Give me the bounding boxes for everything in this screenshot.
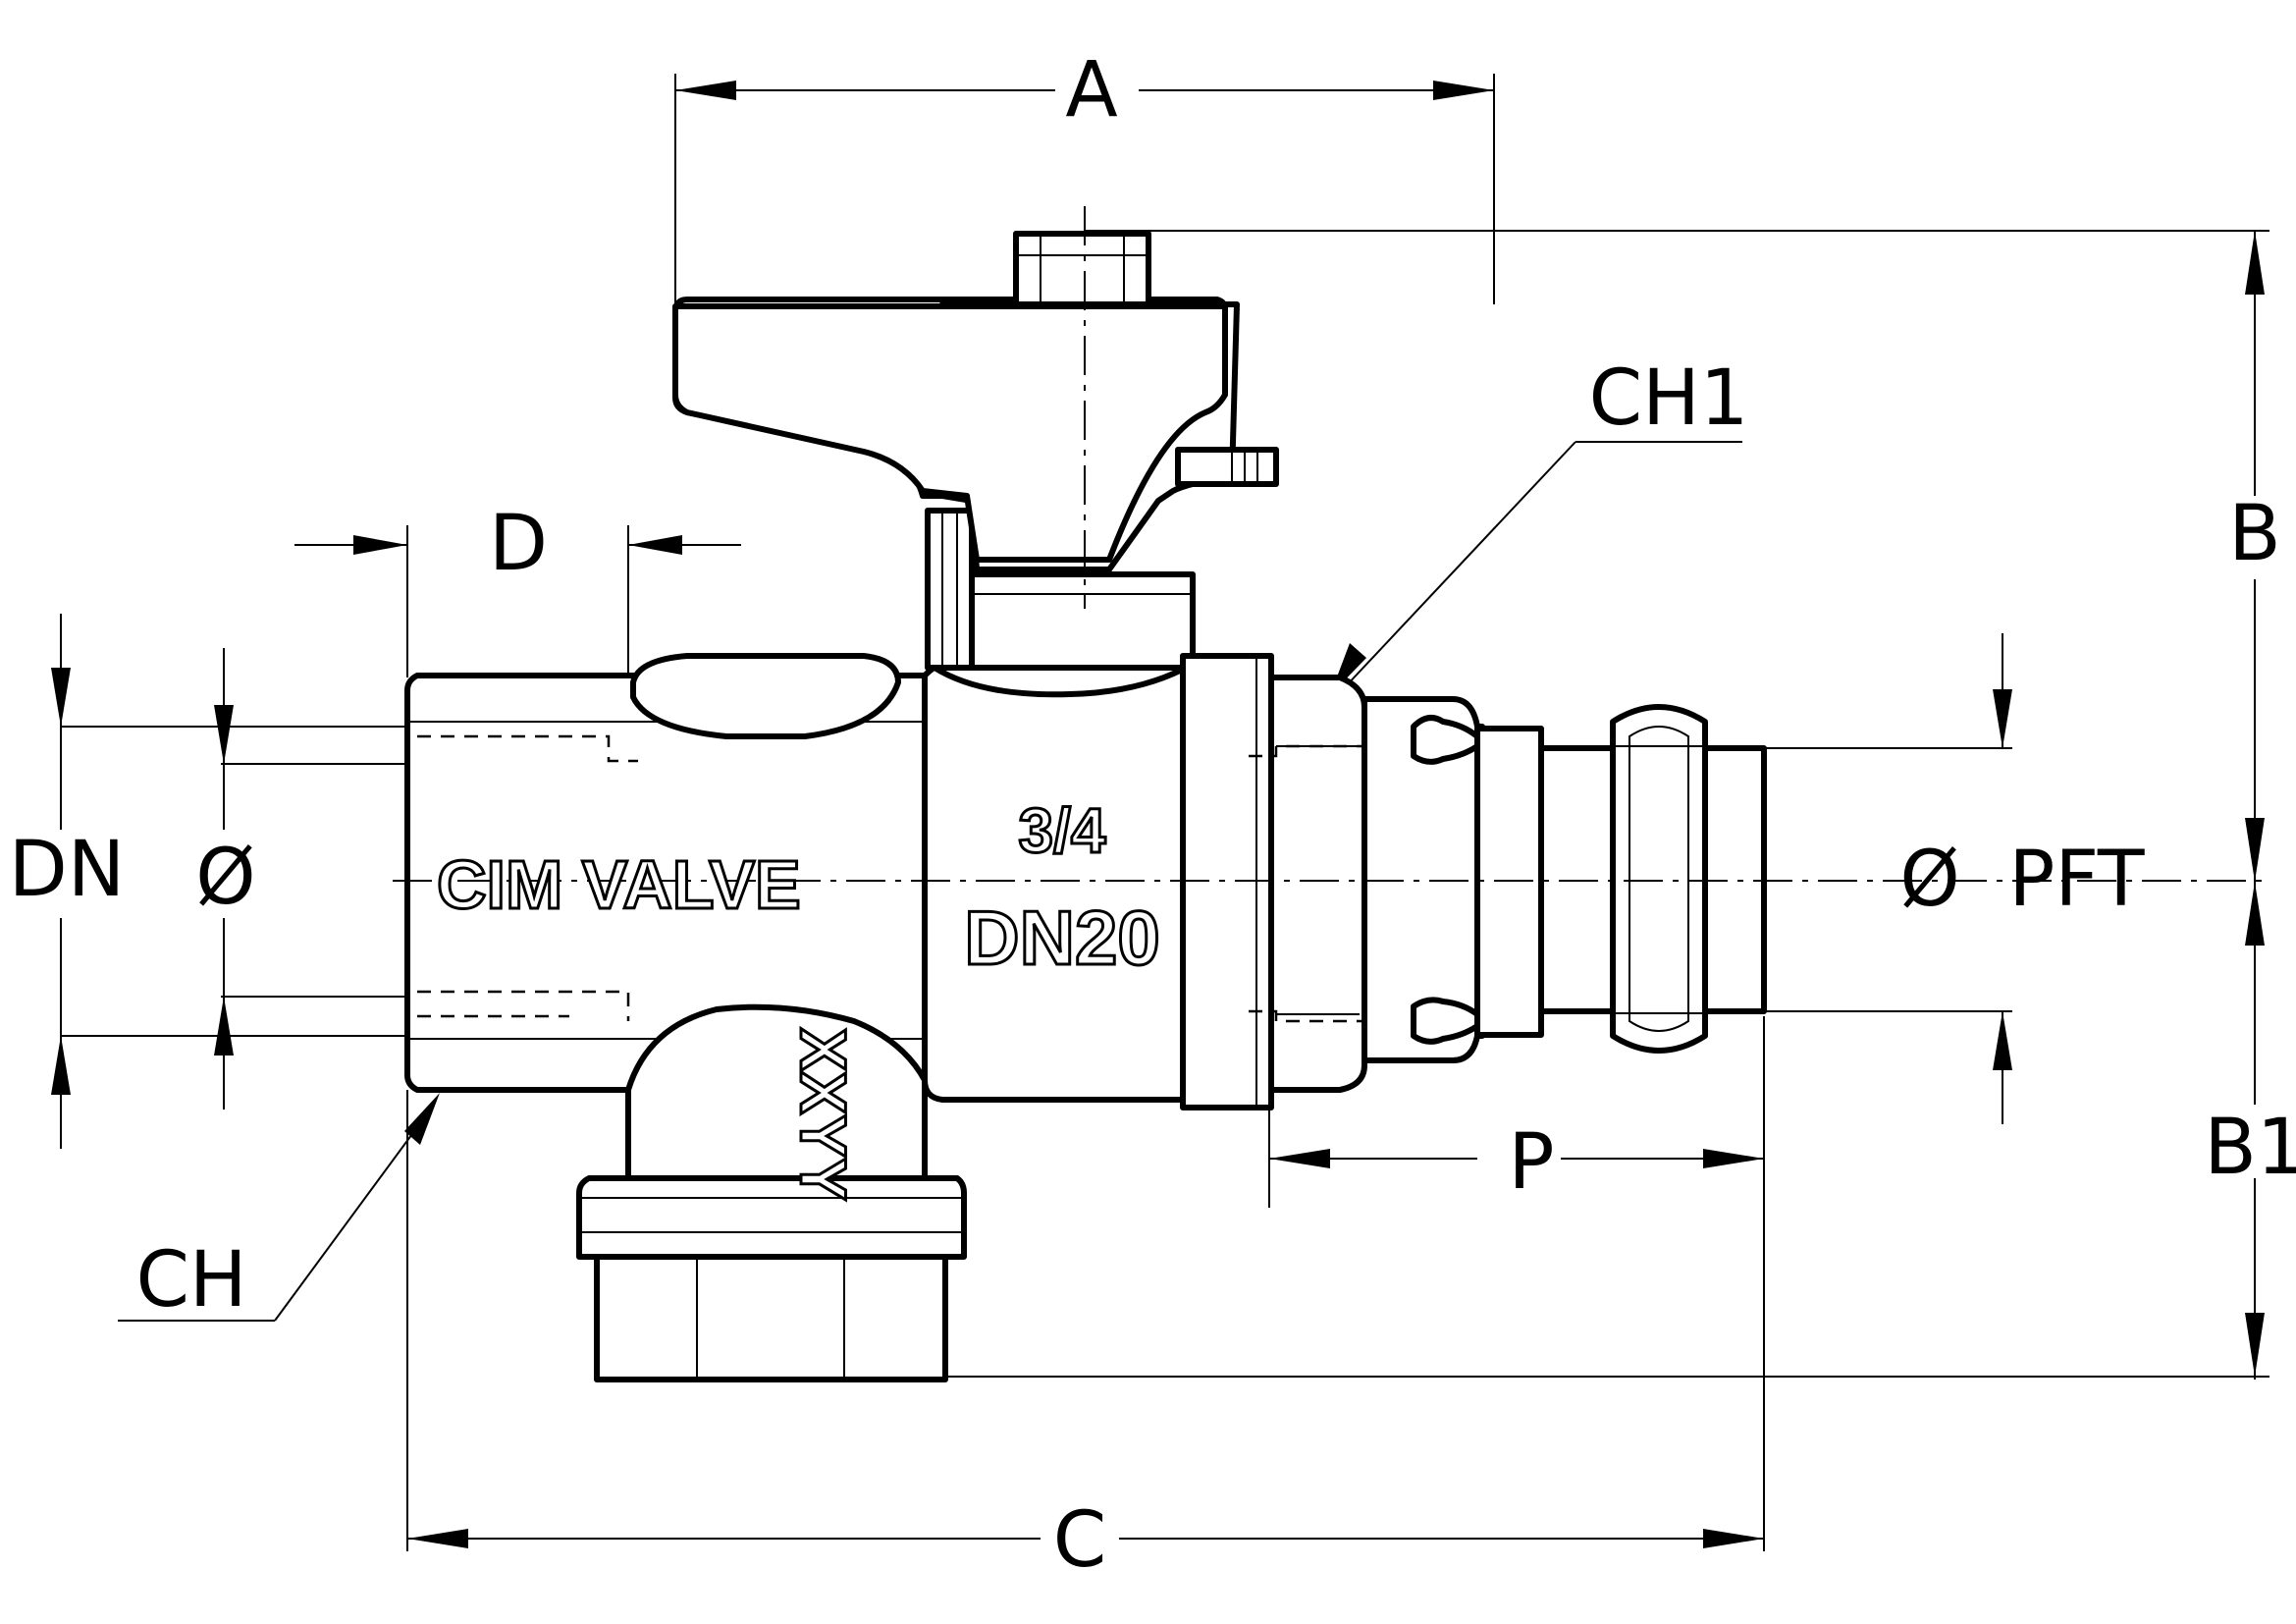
dim-label-a: A	[1065, 46, 1117, 135]
press-oring	[1610, 704, 1708, 1054]
nominal-marking: DN20	[964, 894, 1159, 981]
brand-marking: CIM VALVE	[437, 846, 801, 923]
union-hex	[1268, 675, 1367, 1093]
handle-body	[672, 303, 1228, 563]
dim-label-d: D	[489, 500, 548, 588]
dim-label-ch: CH	[135, 1236, 246, 1325]
size-marking: 3/4	[1019, 795, 1106, 866]
left-hex-body	[404, 673, 928, 1093]
handle-stop-tab	[1175, 447, 1279, 487]
central-body	[922, 652, 1208, 1103]
bottom-cap-hex	[594, 1254, 948, 1382]
dim-label-b: B	[2228, 490, 2281, 578]
bottom-branch	[625, 1003, 928, 1181]
dim-label-p: P	[1508, 1118, 1554, 1207]
dim-label-dn: DN	[9, 826, 125, 914]
handle-nut	[1013, 231, 1151, 307]
stem-neck	[969, 571, 1196, 671]
valve-body	[404, 231, 1767, 1382]
dim-label-c: C	[1053, 1496, 1106, 1585]
dim-label-diameter: Ø	[195, 834, 255, 922]
dim-label-diameter-pft: Ø PFT	[1899, 836, 2145, 924]
stem-clip	[925, 508, 975, 671]
union-ring	[1180, 653, 1274, 1110]
dim-label-ch1: CH1	[1589, 354, 1749, 443]
bottom-cap-flange	[576, 1175, 967, 1260]
code-marking: XXYY	[787, 1028, 860, 1201]
dimension-lines	[51, 74, 2269, 1551]
body-slot	[630, 653, 901, 739]
dim-label-b1: B1	[2204, 1104, 2296, 1192]
